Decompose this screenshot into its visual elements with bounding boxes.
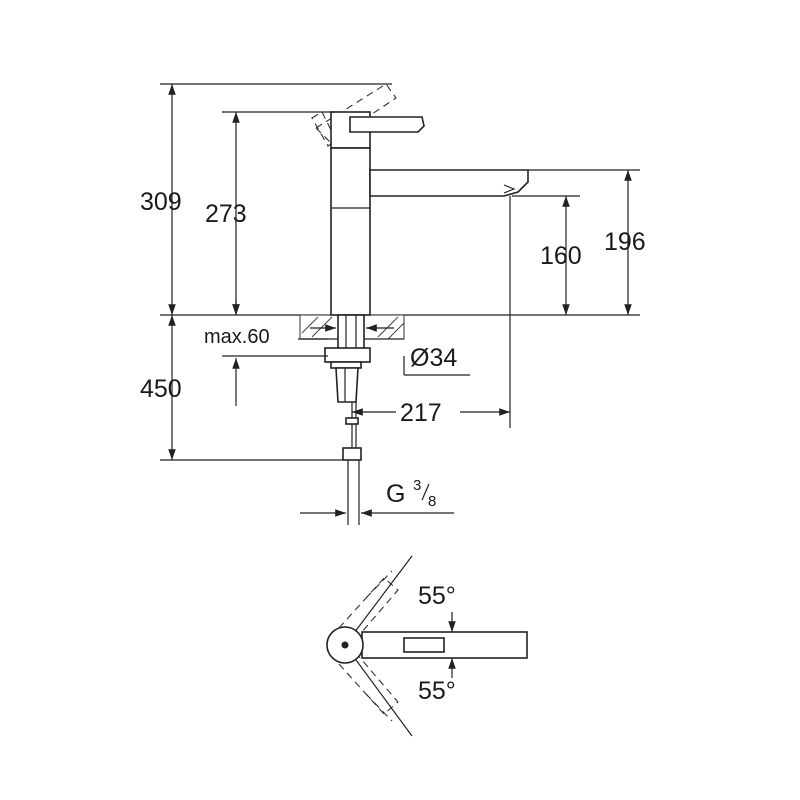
side-elevation: 309 273 196 160 450 max.60 <box>140 83 646 525</box>
mounting-shank <box>324 314 371 525</box>
dim-label-lever-height: 273 <box>205 200 247 228</box>
dim-label-thread-denominator: 8 <box>428 493 436 510</box>
faucet-body <box>330 111 529 316</box>
plan-view: 55° 55° <box>326 555 528 737</box>
lower-angle-ref <box>344 644 413 737</box>
dim-below-deck: 450 <box>140 315 182 460</box>
dim-outlet-height: 160 <box>540 196 582 315</box>
dim-deck-thickness: max.60 <box>204 300 328 406</box>
dim-label-outlet-height: 160 <box>540 242 582 270</box>
spout-plan <box>326 626 528 664</box>
dim-hole-diameter: Ø34 <box>310 324 457 372</box>
dim-label-hole-diameter: Ø34 <box>410 344 457 372</box>
dim-label-thread-numerator: 3 <box>413 477 421 494</box>
dim-connection-thread: G 3 8 <box>300 477 454 517</box>
extension-lines <box>160 83 640 461</box>
dim-label-spout-height: 196 <box>604 228 646 256</box>
swivel-lower-angle: 55° <box>418 677 456 705</box>
dim-spout-reach: 217 <box>352 398 510 427</box>
dim-label-below-deck: 450 <box>140 375 182 403</box>
dim-lever-height: 273 <box>205 112 247 315</box>
dim-label-spout-reach: 217 <box>400 399 442 427</box>
dim-total-height: 309 <box>140 84 182 315</box>
dim-label-thread-base: G <box>386 480 405 508</box>
dim-label-total-height: 309 <box>140 188 182 216</box>
swivel-upper-angle: 55° <box>418 582 456 610</box>
dim-label-deck-thickness: max.60 <box>204 326 270 348</box>
dim-spout-height: 196 <box>604 170 646 315</box>
